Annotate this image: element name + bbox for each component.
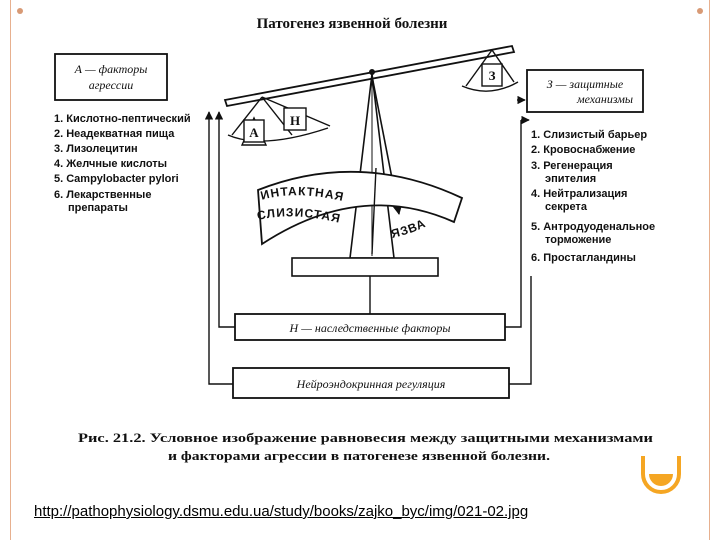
aggression-factor: 6. Лекарственные xyxy=(54,189,151,201)
right-feedback-arrows xyxy=(505,95,532,385)
balance-pivot xyxy=(369,69,375,75)
protective-factor: торможение xyxy=(545,234,611,246)
aggression-box-line2: агрессии xyxy=(89,78,134,92)
figure-caption-line1: Рис. 21.2. Условное изображение равновес… xyxy=(78,431,653,445)
pan-weight-n-label: Н xyxy=(290,113,300,128)
aggression-box-line1: А — факторы xyxy=(74,62,148,76)
protective-factor: секрета xyxy=(545,201,588,213)
slide-corner-badge-icon xyxy=(641,456,681,494)
protective-factor: 5. Антродуоденальное xyxy=(531,221,655,233)
frame-corner-dot xyxy=(697,8,703,14)
aggression-factor: 5. Campylobacter pylori xyxy=(54,173,179,185)
protective-factor: 6. Простагландины xyxy=(531,252,636,264)
protective-box xyxy=(526,69,644,113)
diagram-title: Патогенез язвенной болезни xyxy=(257,16,448,32)
neuroendocrine-box-label: Нейроэндокринная регуляция xyxy=(296,377,446,391)
protective-factor: 3. Регенерация xyxy=(531,160,613,172)
stand-base xyxy=(291,257,439,277)
pan-weight-a-label: А xyxy=(249,125,259,140)
arc-ulcer-label: ЯЗВА xyxy=(390,216,429,241)
frame-corner-dot xyxy=(17,8,23,14)
heredity-box-label: Н — наследственные факторы xyxy=(289,321,451,335)
aggression-factor: 2. Неадекватная пища xyxy=(54,128,175,140)
protective-factors-list: 1. Слизистый барьер 2. Кровоснабжение 3.… xyxy=(531,129,655,264)
neuroendocrine-box xyxy=(232,367,510,399)
pan-weight-n-box xyxy=(283,107,307,131)
aggression-factor: 1. Кислотно-пептический xyxy=(54,113,191,125)
mucosa-arc xyxy=(257,170,464,246)
aggression-factor: препараты xyxy=(68,202,128,214)
balance-beam xyxy=(223,44,516,108)
pan-weight-z-label: З xyxy=(489,68,496,83)
protective-factor: 1. Слизистый барьер xyxy=(531,129,647,141)
source-url-link[interactable]: http://pathophysiology.dsmu.edu.ua/study… xyxy=(34,503,529,520)
left-feedback-arrows xyxy=(204,111,235,385)
slide-frame xyxy=(10,0,710,540)
aggression-factor: 4. Желчные кислоты xyxy=(54,158,167,170)
aggression-factor: 3. Лизолецитин xyxy=(54,143,138,155)
figure-caption-line2: и факторами агрессии в патогенезе язвенн… xyxy=(168,449,550,463)
pan-weight-z-box xyxy=(481,63,503,87)
pan-weight-a-box xyxy=(243,119,265,143)
protective-factor: 2. Кровоснабжение xyxy=(531,144,635,156)
arc-divider xyxy=(371,167,377,255)
protective-box-line1: З — защитные xyxy=(547,77,624,91)
protective-pan xyxy=(461,49,519,92)
protective-factor: эпителия xyxy=(545,173,596,185)
aggression-factors-list: 1. Кислотно-пептический 2. Неадекватная … xyxy=(54,113,191,214)
protective-factor: 4. Нейтрализация xyxy=(531,188,627,200)
aggression-box xyxy=(54,53,168,101)
protective-box-line2: механизмы xyxy=(576,92,633,106)
